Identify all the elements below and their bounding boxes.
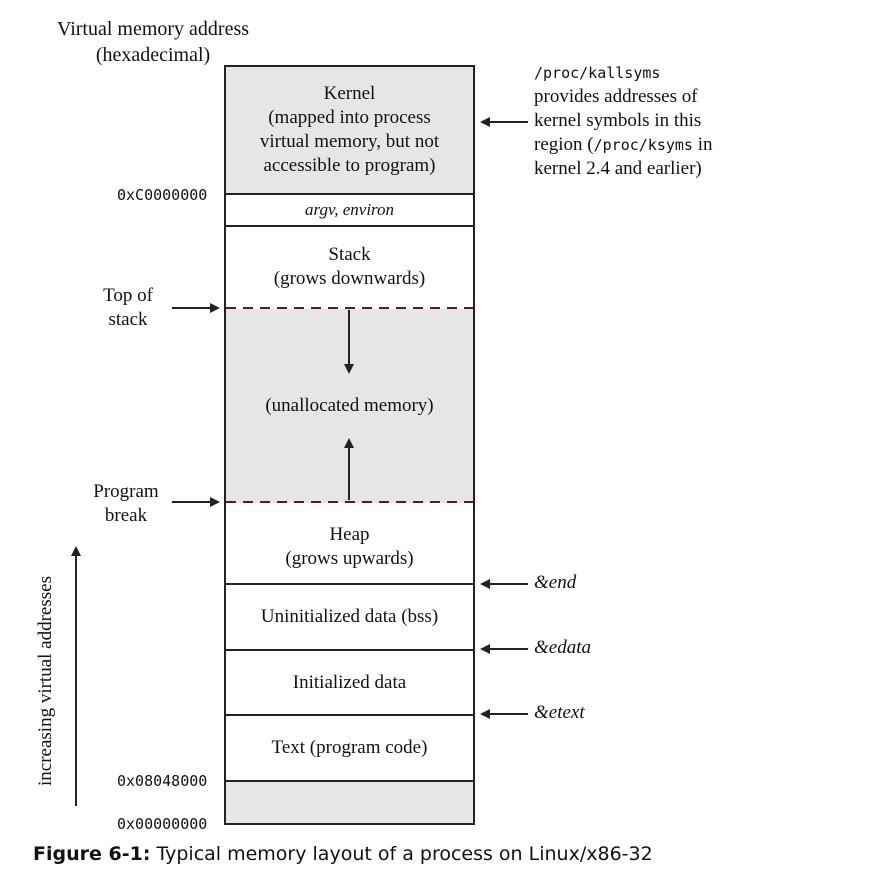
initialized-data-segment: Initialized data <box>226 651 473 716</box>
kernel-segment: Kernel (mapped into process virtual memo… <box>226 67 473 195</box>
bss-label: Uninitialized data (bss) <box>260 606 439 627</box>
kallsyms-note-line4-post: in <box>692 134 713 155</box>
stack-desc: (grows downwards) <box>273 268 426 289</box>
kallsyms-note-line2: provides addresses of <box>534 86 698 107</box>
address-00000000: 0x00000000 <box>117 815 208 833</box>
kernel-desc-1: (mapped into process <box>268 107 431 128</box>
program-break-label: Program break <box>80 480 172 528</box>
unallocated-label: (unallocated memory) <box>265 395 434 416</box>
figure-caption-text: Typical memory layout of a process on Li… <box>150 843 653 865</box>
kernel-label: Kernel <box>323 83 376 104</box>
kallsyms-note-line3: kernel symbols in this <box>534 110 702 131</box>
kallsyms-note-line5: kernel 2.4 and earlier) <box>534 158 702 179</box>
address-axis-title-line2: (hexadecimal) <box>95 44 211 66</box>
end-symbol-label: &end <box>534 572 577 593</box>
address-axis-title: Virtual memory address (hexadecimal) <box>38 16 268 68</box>
heap-label: Heap <box>329 524 370 545</box>
stack-label: Stack <box>328 244 371 265</box>
text-segment: Text (program code) <box>226 716 473 782</box>
kallsyms-note-line4: region (/proc/ksyms in <box>534 133 854 157</box>
edata-symbol-label: &edata <box>534 637 591 658</box>
address-c0000000: 0xC0000000 <box>117 186 208 204</box>
low-reserved-segment <box>226 782 473 823</box>
figure-caption-number: Figure 6-1: <box>33 843 151 865</box>
heap-desc: (grows upwards) <box>285 548 414 569</box>
heap-segment: Heap (grows upwards) <box>226 503 473 585</box>
top-of-stack-line1: Top of <box>103 285 153 306</box>
kernel-desc-3: accessible to program) <box>263 155 436 176</box>
kallsyms-note: /proc/kallsyms provides addresses of ker… <box>534 61 854 181</box>
figure-caption: Figure 6-1: Typical memory layout of a p… <box>33 843 653 865</box>
address-axis-title-line1: Virtual memory address <box>56 18 250 40</box>
program-break-line2: break <box>104 505 148 526</box>
top-of-stack-line2: stack <box>108 309 148 330</box>
bss-segment: Uninitialized data (bss) <box>226 585 473 651</box>
ksyms-path: /proc/ksyms <box>593 136 693 154</box>
argv-environ-segment: argv, environ <box>226 195 473 227</box>
kallsyms-path: /proc/kallsyms <box>534 64 661 82</box>
argv-environ-label: argv, environ <box>304 200 395 219</box>
kallsyms-note-line4-pre: region ( <box>534 134 594 155</box>
top-of-stack-label: Top of stack <box>88 284 168 332</box>
text-segment-label: Text (program code) <box>271 737 428 758</box>
address-08048000: 0x08048000 <box>117 772 208 790</box>
stack-segment: Stack (grows downwards) <box>226 227 473 309</box>
kernel-desc-2: virtual memory, but not <box>259 131 440 152</box>
program-break-line1: Program <box>93 481 159 502</box>
etext-symbol-label: &etext <box>534 702 585 723</box>
increasing-addresses-label: increasing virtual addresses <box>35 576 56 786</box>
memory-column: Kernel (mapped into process virtual memo… <box>224 65 475 825</box>
initialized-data-label: Initialized data <box>292 671 407 693</box>
